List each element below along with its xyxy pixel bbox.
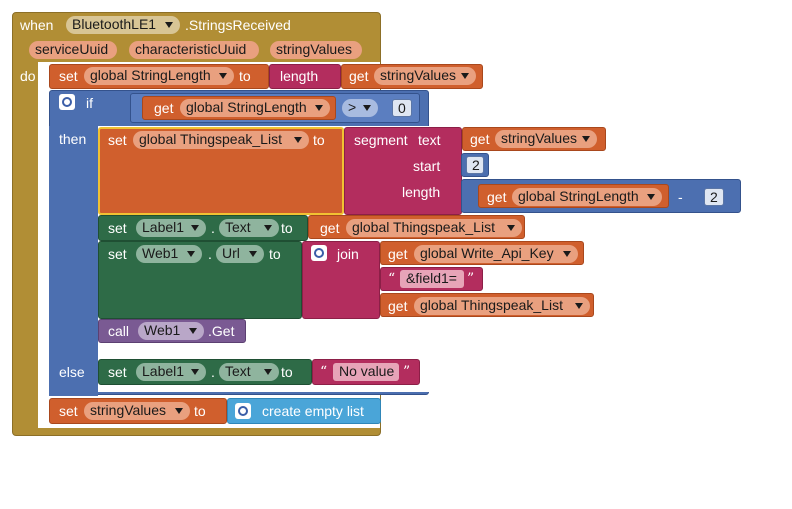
segment-text-get-label: get [470,131,490,147]
else-dot: . [211,364,215,380]
do-label: do [20,68,36,84]
set-sv-label: set [59,403,78,419]
compare-num-zero[interactable]: 0 [392,99,412,117]
compare-var-dropdown[interactable]: global StringLength [180,99,330,117]
param-string-values[interactable]: stringValues [270,41,362,59]
segment-label: segment [354,132,408,148]
call-label: call [108,323,130,339]
else-to-label: to [281,364,293,380]
create-empty-list-label: create empty list [262,403,364,419]
set-list-var-dropdown[interactable]: global Thingspeak_List [133,131,309,149]
segment-length-var-dropdown[interactable]: global StringLength [512,188,662,206]
param-service-uuid[interactable]: serviceUuid [29,41,117,59]
set-var-dropdown[interactable]: global StringLength [84,67,234,85]
segment-length-label: length [402,184,441,200]
compare-op-dropdown[interactable]: > [342,99,378,117]
else-string-text[interactable]: No value [333,363,399,381]
to-label: to [239,68,251,84]
if-label: if [86,95,93,111]
join-var1-dropdown[interactable]: global Write_Api_Key [414,245,578,263]
label1-get-var-dropdown[interactable]: global Thingspeak_List [346,219,522,237]
label1-component-dropdown[interactable]: Label1 [136,219,206,237]
label1-dot: . [211,220,215,236]
join-open-quote-icon: “ [388,271,396,287]
event-name-label: .StringsReceived [185,17,291,33]
join-get1-label: get [388,246,408,262]
then-label: then [59,131,87,147]
when-label: when [20,17,54,33]
segment-start-num[interactable]: 2 [466,156,484,174]
web1-to-label: to [269,246,281,262]
segment-length-get-label: get [487,189,507,205]
web1-set-label: set [108,246,127,262]
get-label: get [349,68,369,84]
call-method-label: .Get [208,323,235,339]
web1-prop-dropdown[interactable]: Url [216,245,264,263]
segment-text-label: text [418,132,441,148]
set-list-label: set [108,132,127,148]
else-component-dropdown[interactable]: Label1 [136,363,206,381]
length-label: length [280,68,319,84]
segment-start-label: start [413,158,441,174]
get-var-dropdown[interactable]: stringValues [374,67,476,85]
set-label: set [59,68,78,84]
segment-text-var-dropdown[interactable]: stringValues [495,130,597,148]
segment-block[interactable] [344,127,462,215]
if-gear-icon[interactable] [59,94,75,110]
join-label: join [337,246,359,262]
call-component-dropdown[interactable]: Web1 [138,322,204,340]
join-gear-icon[interactable] [311,245,327,261]
event-component-dropdown[interactable]: BluetoothLE1 [66,16,180,34]
web1-component-dropdown[interactable]: Web1 [136,245,202,263]
if-inner-panel [49,126,98,396]
join-string-text[interactable]: &field1= [400,270,464,288]
else-prop-dropdown[interactable]: Text [219,363,279,381]
else-close-quote-icon: ” [403,364,411,380]
label1-to-label: to [281,220,293,236]
join-get2-label: get [388,298,408,314]
join-close-quote-icon: ” [467,271,475,287]
create-empty-list-block[interactable] [227,398,381,424]
label1-prop-dropdown[interactable]: Text [219,219,279,237]
minus-label: - [678,189,683,205]
set-list-to-label: to [313,132,325,148]
compare-get-label: get [154,100,174,116]
label1-get-label: get [320,220,340,236]
label1-set-label: set [108,220,127,236]
list-gear-icon[interactable] [235,403,251,419]
length-block[interactable] [269,64,341,89]
else-set-label: set [108,364,127,380]
web1-dot: . [208,246,212,262]
else-open-quote-icon: “ [320,364,328,380]
join-var2-dropdown[interactable]: global Thingspeak_List [414,297,590,315]
param-characteristic-uuid[interactable]: characteristicUuid [129,41,259,59]
set-sv-var-dropdown[interactable]: stringValues [84,402,190,420]
set-sv-to-label: to [194,403,206,419]
minus-num[interactable]: 2 [704,188,724,206]
else-label: else [59,364,85,380]
